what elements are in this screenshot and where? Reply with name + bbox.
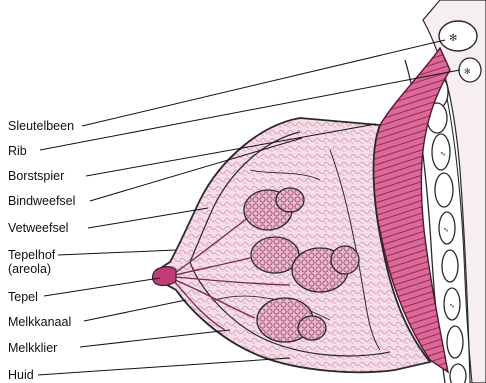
label-areola: (areola) [8, 262, 51, 276]
label-melkklier: Melkklier [8, 341, 57, 355]
svg-text:∿: ∿ [443, 226, 449, 234]
label-tepelhof: Tepelhof [8, 248, 55, 262]
label-borstspier: Borstspier [8, 169, 64, 183]
svg-text:✻: ✻ [464, 67, 471, 76]
nipple [153, 267, 176, 286]
label-rib: Rib [8, 144, 27, 158]
label-tepel: Tepel [8, 290, 38, 304]
label-bindweefsel: Bindweefsel [8, 194, 75, 208]
label-huid: Huid [8, 368, 34, 382]
label-vetweefsel: Vetweefsel [8, 221, 68, 235]
svg-text:∿: ∿ [440, 150, 446, 158]
svg-text:∿: ∿ [449, 302, 455, 310]
label-melkkanaal: Melkkanaal [8, 315, 71, 329]
svg-text:✻: ✻ [449, 33, 457, 44]
label-sleutelbeen: Sleutelbeen [8, 119, 74, 133]
